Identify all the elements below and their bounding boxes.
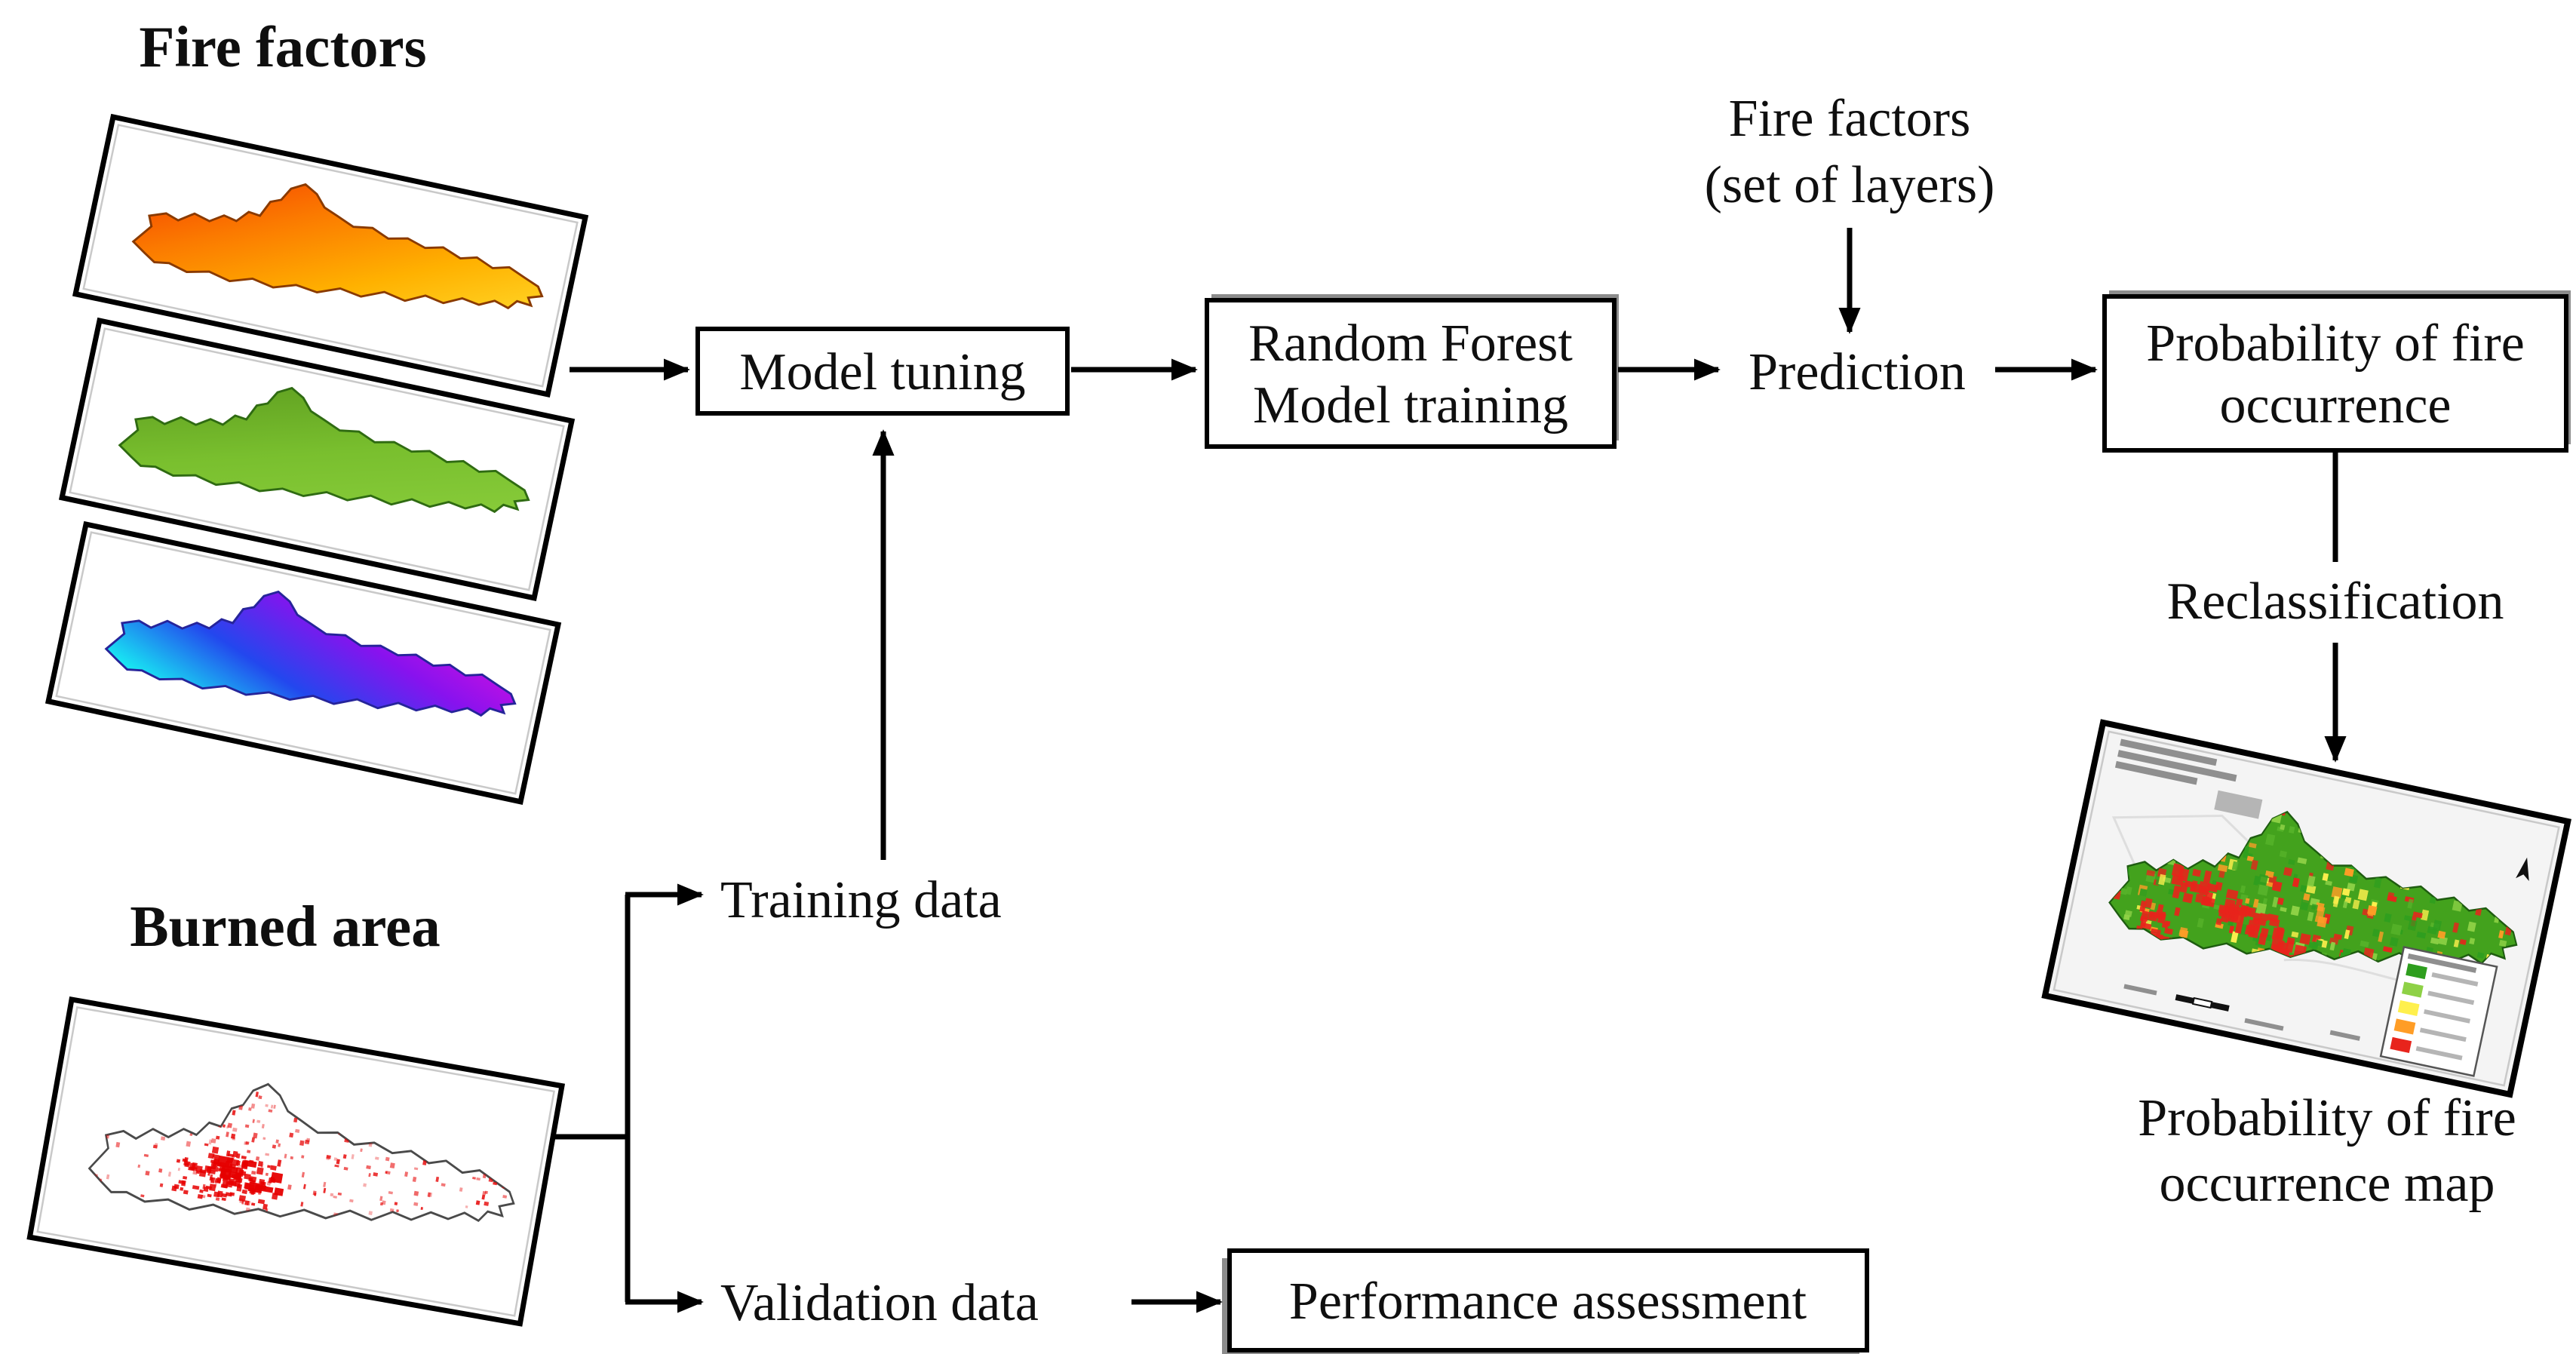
map-legend <box>2379 945 2498 1077</box>
model-tuning-node: Model tuning <box>695 327 1070 416</box>
north-arrow-icon <box>2516 857 2529 881</box>
fire-factor-layer-2 <box>58 317 576 601</box>
burned-area-plate-inner-border <box>36 1006 555 1317</box>
prediction-label: Prediction <box>1749 343 1966 401</box>
map-scale-bar <box>2123 984 2360 1041</box>
probability-map <box>2041 719 2571 1098</box>
fire-factors-input-line2: (set of layers) <box>1705 156 1995 214</box>
layer-3-plate-inner-border <box>55 531 551 795</box>
map-title-block <box>2114 738 2263 819</box>
layer-2-plate-inner-border <box>69 327 565 591</box>
probability-map-caption-line1: Probability of fire <box>2138 1089 2516 1147</box>
model-tuning-label: Model tuning <box>739 343 1025 401</box>
layer-1-plate-inner-border <box>82 124 579 388</box>
random-forest-label-line2: Model training <box>1253 376 1568 434</box>
probability-map-inner-border <box>2053 730 2560 1087</box>
validation-data-label: Validation data <box>720 1274 1039 1332</box>
performance-assessment-label: Performance assessment <box>1289 1273 1807 1331</box>
probability-box-line1: Probability of fire <box>2146 315 2525 373</box>
probability-box-node: Probability of fire occurrence <box>2102 290 2571 453</box>
burned-area-title: Burned area <box>130 894 440 959</box>
performance-assessment-node: Performance assessment <box>1222 1248 1869 1354</box>
burned-area-map <box>26 996 566 1327</box>
probability-box-line2: occurrence <box>2220 376 2452 434</box>
fire-factors-input-line1: Fire factors <box>1729 90 1971 148</box>
random-forest-label-line1: Random Forest <box>1248 315 1573 373</box>
probability-map-caption-line2: occurrence map <box>2160 1155 2495 1213</box>
random-forest-node: Random Forest Model training <box>1205 294 1619 449</box>
fire-factor-layer-3 <box>45 520 562 805</box>
training-data-label: Training data <box>720 871 1002 929</box>
reclassification-label: Reclassification <box>2166 573 2504 631</box>
fire-factors-stack-title: Fire factors <box>139 14 426 79</box>
fire-factor-layer-1 <box>72 113 589 398</box>
